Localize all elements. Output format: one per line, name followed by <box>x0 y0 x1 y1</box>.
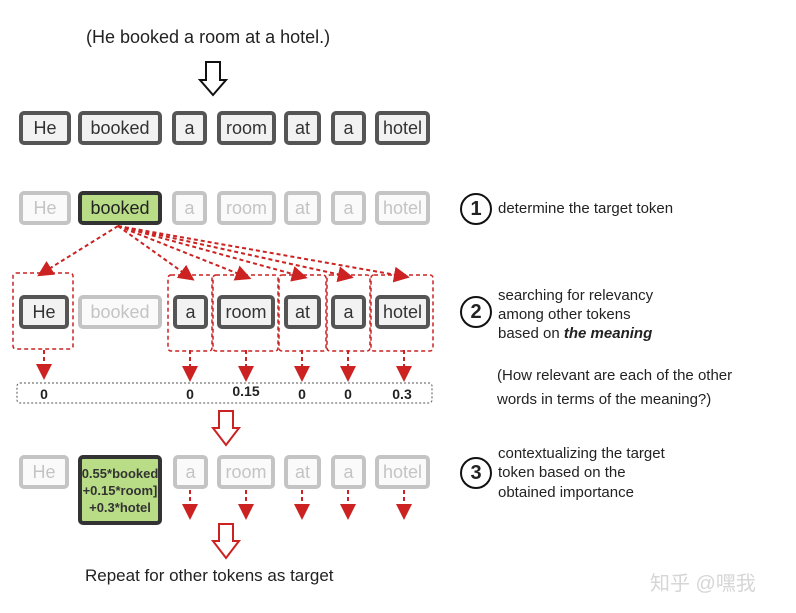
score-hotel: 0.3 <box>392 386 412 402</box>
token-at: at <box>284 295 321 329</box>
relevance-arrow-hotel <box>117 225 410 283</box>
token-hotel: hotel <box>375 191 430 225</box>
score-bar <box>16 382 433 404</box>
token-he: He <box>19 455 69 489</box>
token-a: a <box>331 111 366 145</box>
step-2-line-3: based on the meaning <box>498 325 652 342</box>
token-room: room <box>217 455 275 489</box>
relevance-arrow-a1 <box>117 225 195 281</box>
relevance-arrow-at <box>117 225 308 282</box>
token-a: a <box>173 295 208 329</box>
token-room: room <box>217 295 275 329</box>
step-2-emphasis: the meaning <box>563 325 653 342</box>
step-number-1: 1 <box>460 193 492 225</box>
token-hotel: hotel <box>375 111 430 145</box>
score-a: 0 <box>344 386 352 402</box>
relevance-box-a2 <box>326 274 371 352</box>
step-1-text: determine the target token <box>498 200 674 217</box>
token-he: He <box>19 295 69 329</box>
note-line-1: (How relevant are each of the other <box>497 367 733 384</box>
relevance-box-a1 <box>167 274 213 352</box>
step-3-line-2: token based on the <box>498 464 626 481</box>
step-3-line-1: contextualizing the target <box>498 445 665 462</box>
relevance-box-at <box>278 274 327 352</box>
token-hotel: hotel <box>375 295 430 329</box>
note-line-2: words in terms of the meaning?) <box>497 391 712 408</box>
footer-text: Repeat for other tokens as target <box>85 566 334 585</box>
token-booked: booked <box>78 295 162 329</box>
token-he: He <box>19 191 71 225</box>
red-down-arrow-icon-2 <box>210 523 242 560</box>
token-a: a <box>173 455 208 489</box>
token-room: room <box>217 191 276 225</box>
token-a: a <box>331 191 366 225</box>
score-he: 0 <box>40 386 48 402</box>
context-line: 0.55*booked <box>81 465 159 481</box>
step-3-line-3: obtained importance <box>498 484 634 501</box>
relevance-box-hotel <box>370 274 434 352</box>
contextualized-token: 0.55*booked +0.15*room] +0.3*hotel <box>78 455 162 525</box>
context-line: +0.3*hotel <box>89 499 151 515</box>
target-token-booked: booked <box>78 191 162 225</box>
relevance-box-he <box>12 272 74 350</box>
score-room: 0.15 <box>232 383 260 399</box>
token-at: at <box>284 191 321 225</box>
token-room: room <box>217 111 276 145</box>
step-2-line-2: among other tokens <box>498 306 631 323</box>
token-hotel: hotel <box>375 455 430 489</box>
score-at: 0 <box>298 386 306 402</box>
red-down-arrow-icon <box>210 410 242 447</box>
token-a: a <box>172 191 207 225</box>
relevance-box-room <box>212 274 279 352</box>
token-at: at <box>284 111 321 145</box>
score-a: 0 <box>186 386 194 402</box>
step-2-line-3-prefix: based on <box>498 325 564 342</box>
step-2-line-1: searching for relevancy <box>498 287 654 304</box>
down-arrow-icon <box>197 61 229 97</box>
token-booked: booked <box>78 111 162 145</box>
step-number-3: 3 <box>460 457 492 489</box>
relevance-arrow-room <box>117 225 252 281</box>
token-a: a <box>172 111 207 145</box>
sentence-title: (He booked a room at a hotel.) <box>86 27 331 47</box>
token-at: at <box>284 455 321 489</box>
relevance-arrow-a2 <box>117 225 354 283</box>
watermark: 知乎 @嘿我 <box>650 573 756 595</box>
relevance-arrow-he <box>37 225 119 277</box>
token-he: He <box>19 111 71 145</box>
token-a: a <box>331 455 366 489</box>
context-line: +0.15*room] <box>82 482 158 498</box>
step-number-2: 2 <box>460 296 492 328</box>
token-a: a <box>331 295 366 329</box>
